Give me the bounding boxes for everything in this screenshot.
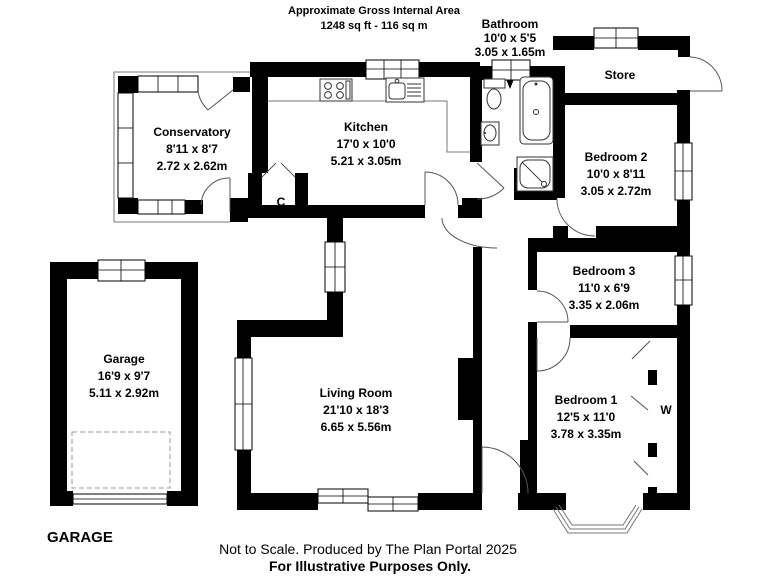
svg-text:12'5 x 11'0: 12'5 x 11'0 [557,410,616,424]
svg-text:2.72 x 2.62m: 2.72 x 2.62m [157,159,228,173]
bedroom2-window [674,142,693,201]
closet: C [248,162,308,209]
garage-parking-outline [71,431,171,489]
hob-icon [319,78,353,102]
scale-note: Not to Scale. Produced by The Plan Porta… [219,541,517,557]
svg-text:Bedroom 1: Bedroom 1 [555,393,618,407]
sink-icon [385,77,425,103]
store-label: Store [605,68,636,82]
svg-text:3.78 x 3.35m: 3.78 x 3.35m [551,427,622,441]
svg-text:Living Room: Living Room [320,386,393,400]
bathroom-size-metric: 3.05 x 1.65m [475,45,546,59]
windows [234,27,693,512]
gross-internal-area-value: 1248 sq ft - 116 sq m [321,20,428,32]
svg-text:5.21 x 3.05m: 5.21 x 3.05m [331,154,402,168]
conservatory-label: Conservatory 8'11 x 8'7 2.72 x 2.62m [153,125,231,173]
bedroom2-label: Bedroom 2 10'0 x 8'11 3.05 x 2.72m [581,150,652,198]
doors [424,56,723,494]
svg-text:10'0 x 8'11: 10'0 x 8'11 [587,167,646,181]
svg-text:Conservatory: Conservatory [153,125,231,139]
bedroom1-label: Bedroom 1 12'5 x 11'0 3.78 x 3.35m [551,393,622,441]
wardrobe-door-2 [630,395,649,411]
svg-text:17'0 x 10'0: 17'0 x 10'0 [336,137,395,151]
gross-internal-area-title: Approximate Gross Internal Area [288,5,461,17]
svg-text:16'9 x 9'7: 16'9 x 9'7 [98,369,151,383]
svg-text:Garage: Garage [103,352,145,366]
svg-text:21'10 x 18'3: 21'10 x 18'3 [323,403,389,417]
kitchen-window [365,59,420,80]
svg-text:3.05 x 2.72m: 3.05 x 2.72m [581,184,652,198]
bedroom3-label: Bedroom 3 11'0 x 6'9 3.35 x 2.06m [569,264,640,312]
svg-text:6.65 x 5.56m: 6.65 x 5.56m [321,420,392,434]
svg-text:Bedroom 2: Bedroom 2 [585,150,648,164]
conservatory-window-bottom [137,199,186,215]
svg-text:Bedroom 3: Bedroom 3 [573,264,636,278]
wardrobe-door-3 [633,460,649,476]
wardrobe-label: W [660,403,672,417]
shower-icon [516,156,554,192]
garage-window [97,259,146,282]
svg-text:11'0 x 6'9: 11'0 x 6'9 [578,281,630,295]
kitchen-counter [268,100,470,153]
conservatory-structure [113,71,250,223]
kitchen-fixtures [268,77,470,153]
svg-text:5.11 x 2.92m: 5.11 x 2.92m [89,386,159,400]
closet-label: C [277,195,286,209]
bathroom-fixtures [480,76,554,192]
basin-icon [480,121,500,146]
bedroom2-door-arc [556,198,596,237]
svg-text:8'11 x 8'7: 8'11 x 8'7 [166,142,218,156]
bathroom-door [476,162,505,189]
bay-window [552,504,643,534]
room-labels: Conservatory 8'11 x 8'7 2.72 x 2.62m Kit… [153,68,651,441]
conservatory-window-top [137,75,199,93]
svg-text:Kitchen: Kitchen [344,120,388,134]
closet-bifold-door [261,162,277,178]
conservatory-window-left [117,92,134,199]
header: Approximate Gross Internal Area 1248 sq … [288,5,461,32]
disclaimer: For Illustrative Purposes Only. [269,558,471,574]
kitchen-label: Kitchen 17'0 x 10'0 5.21 x 3.05m [331,120,402,168]
bathroom-size-imperial: 10'0 x 5'5 [484,31,537,45]
footer: GARAGE Not to Scale. Produced by The Pla… [47,529,517,574]
living-room-label: Living Room 21'10 x 18'3 6.65 x 5.56m [320,386,393,434]
living-room-opening-arc [441,217,498,249]
wardrobe-door-1 [631,340,651,360]
svg-text:3.35 x 2.06m: 3.35 x 2.06m [569,298,640,312]
garage-building: Garage 16'9 x 9'7 5.11 x 2.92m [50,259,198,506]
wardrobe: W [630,340,672,500]
svg-text:Store: Store [605,68,636,82]
conservatory-kitchen-door [207,89,234,111]
garage-label: Garage 16'9 x 9'7 5.11 x 2.92m [89,352,159,400]
callout-arrow-head [506,79,514,89]
toilet-icon [483,78,506,110]
garage-caption: GARAGE [47,529,113,546]
bedroom3-window [674,255,693,306]
bathroom-name: Bathroom [482,17,539,31]
bathtub-icon [519,76,554,145]
